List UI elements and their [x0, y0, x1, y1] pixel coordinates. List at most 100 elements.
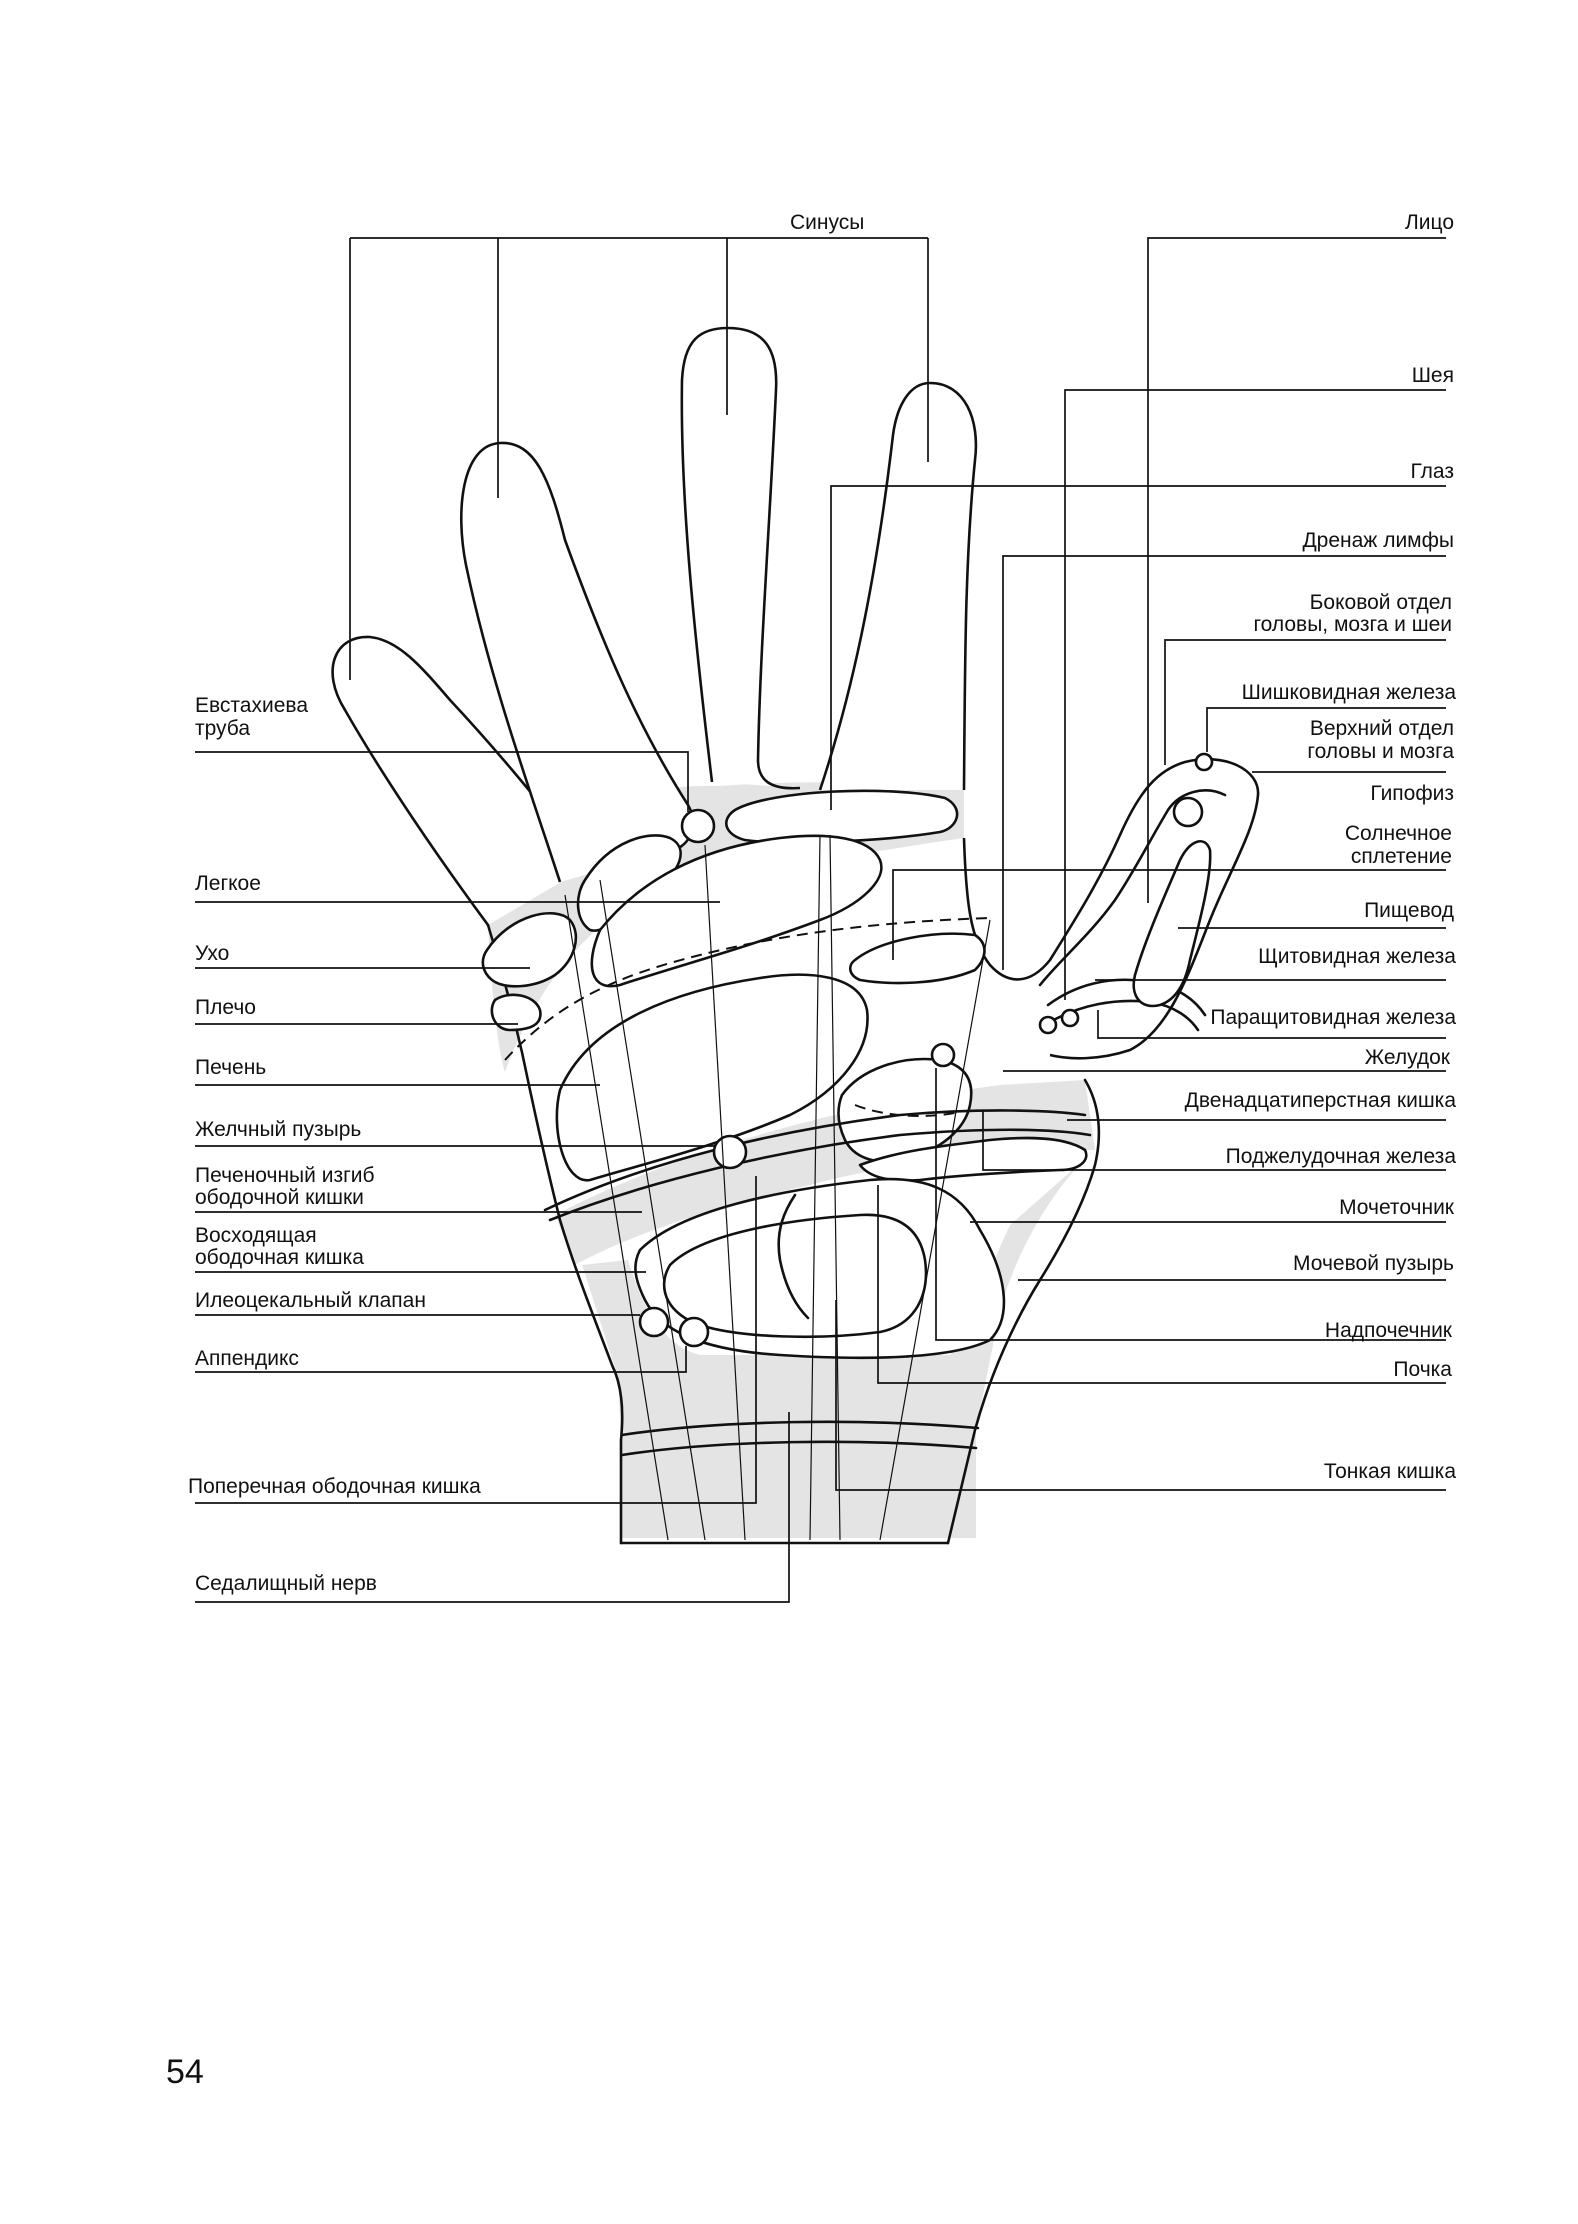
parathyroid-point: [1038, 1015, 1058, 1035]
label-upper-1: Верхний отдел: [1310, 717, 1454, 740]
diaphragm-dashed-line: [504, 917, 991, 1061]
parathyroid-leader: [1097, 1010, 1446, 1039]
eustachian-point: [680, 808, 716, 844]
palm-right-side: [946, 1078, 1101, 1545]
label-lateral-1: Боковой отдел: [1310, 591, 1452, 614]
ring-finger: [460, 441, 695, 883]
label-kidney: Почка: [1393, 1358, 1452, 1381]
index-finger: [818, 381, 978, 791]
sciatic-leader: [195, 1412, 790, 1603]
label-solar-1: Солнечное: [1345, 822, 1452, 845]
label-esophagus: Пищевод: [1364, 899, 1454, 922]
gallbladder-point: [712, 1134, 748, 1170]
label-ileocecal: Илеоцекальный клапан: [195, 1289, 426, 1312]
guide-line: [564, 894, 669, 1541]
eustachian-leader: [195, 751, 689, 812]
sciatic-guide-lines: [564, 834, 991, 1541]
appendix-leader: [195, 1346, 687, 1373]
label-thyroid: Щитовидная железа: [1258, 945, 1456, 968]
lower-palm-band: [582, 1150, 1095, 1420]
guide-line: [809, 834, 821, 1541]
eye-zone-oval: [725, 789, 959, 844]
wrist-line-1: [620, 1420, 980, 1437]
labels: Синусы Лицо Шея Глаз Дренаж лимфы Боково…: [166, 211, 1456, 2091]
stomach-zone: [837, 1057, 973, 1164]
pituitary-point: [1172, 796, 1204, 828]
waist-line-2: [548, 1128, 1092, 1222]
middle-finger: [680, 326, 801, 790]
ileocecal-point: [638, 1306, 670, 1338]
palm-zones: [481, 752, 1227, 1360]
label-eustachian-1: Евстахиева: [195, 694, 308, 717]
thumb-band-1: [1038, 789, 1227, 987]
label-solar-2: сплетение: [1351, 845, 1452, 868]
label-ear: Ухо: [195, 942, 229, 965]
lateral-leader: [1164, 639, 1446, 765]
label-upper-2: головы и мозга: [1307, 740, 1454, 763]
label-hepflex-2: ободочной кишки: [195, 1186, 364, 1209]
small-intestine-leader: [835, 1300, 1446, 1491]
waist-dashed-line: [854, 1104, 961, 1117]
label-sciatic: Седалищный нерв: [195, 1572, 377, 1595]
face-leader: [1147, 237, 1446, 903]
label-appendix: Аппендикс: [195, 1347, 299, 1370]
thumb-outer: [962, 757, 1260, 1060]
label-bladder: Мочевой пузырь: [1293, 1252, 1454, 1275]
label-transverse: Поперечная ободочная кишка: [188, 1475, 481, 1498]
adrenal-point: [930, 1042, 956, 1068]
label-lymph: Дренаж лимфы: [1302, 529, 1454, 552]
label-duodenum: Двенадцатиперстная кишка: [1185, 1089, 1457, 1112]
wrist-line-2: [620, 1440, 978, 1457]
label-eustachian-2: труба: [195, 717, 250, 740]
adrenal-leader: [935, 1068, 1446, 1341]
guide-line: [829, 834, 841, 1541]
label-small-intestine: Тонкая кишка: [1324, 1460, 1456, 1483]
lymph-leader: [1002, 555, 1446, 970]
guide-line: [704, 844, 746, 1541]
label-lung: Легкое: [195, 872, 261, 895]
wrist-band: [620, 1420, 976, 1538]
leader-lines: [195, 237, 1446, 1603]
label-ureter: Мочеточник: [1339, 1196, 1455, 1219]
appendix-point: [678, 1316, 710, 1348]
hand-outline: [331, 326, 1260, 1545]
pineal-leader: [1206, 707, 1446, 752]
page-number: 54: [166, 2053, 204, 2091]
shoulder-zone: [490, 993, 542, 1032]
label-pituitary: Гипофиз: [1370, 782, 1454, 805]
label-shoulder: Плечо: [195, 996, 256, 1019]
solar-plexus-zone: [849, 932, 986, 985]
label-parathyroid: Паращитовидная железа: [1210, 1006, 1456, 1029]
label-eye: Глаз: [1410, 460, 1454, 483]
kidney-leader: [877, 1185, 1446, 1384]
label-gallbladder: Желчный пузырь: [195, 1118, 361, 1141]
lung-zone: [590, 834, 883, 988]
label-pineal: Шишковидная железа: [1242, 681, 1457, 704]
solar-leader: [892, 869, 1446, 960]
liver-zone: [555, 973, 869, 1182]
transverse-leader: [195, 1176, 757, 1504]
pineal-point: [1194, 752, 1214, 772]
label-liver: Печень: [195, 1056, 266, 1079]
label-ascend-2: ободочная кишка: [195, 1246, 364, 1269]
label-pancreas: Поджелудочная железа: [1226, 1145, 1457, 1168]
little-finger: [331, 635, 591, 926]
label-sinuses: Синусы: [790, 211, 864, 234]
label-stomach: Желудок: [1365, 1046, 1451, 1069]
waist-line-1: [543, 1109, 1087, 1212]
label-neck: Шея: [1412, 364, 1454, 387]
kidney-curve: [777, 1193, 810, 1320]
label-lateral-2: головы, мозга и шеи: [1253, 613, 1452, 636]
thumb-inner-zone: [1132, 840, 1212, 1008]
label-adrenal: Надпочечник: [1325, 1319, 1453, 1342]
eye-leader: [830, 485, 1446, 810]
guide-line: [599, 879, 706, 1541]
label-face: Лицо: [1405, 211, 1454, 234]
label-hepflex-1: Печеночный изгиб: [195, 1164, 374, 1187]
guide-line: [879, 919, 991, 1541]
pancreas-leader: [982, 1110, 1446, 1171]
neck-leader: [1064, 389, 1446, 1000]
parathyroid-point-2: [1060, 1008, 1080, 1028]
